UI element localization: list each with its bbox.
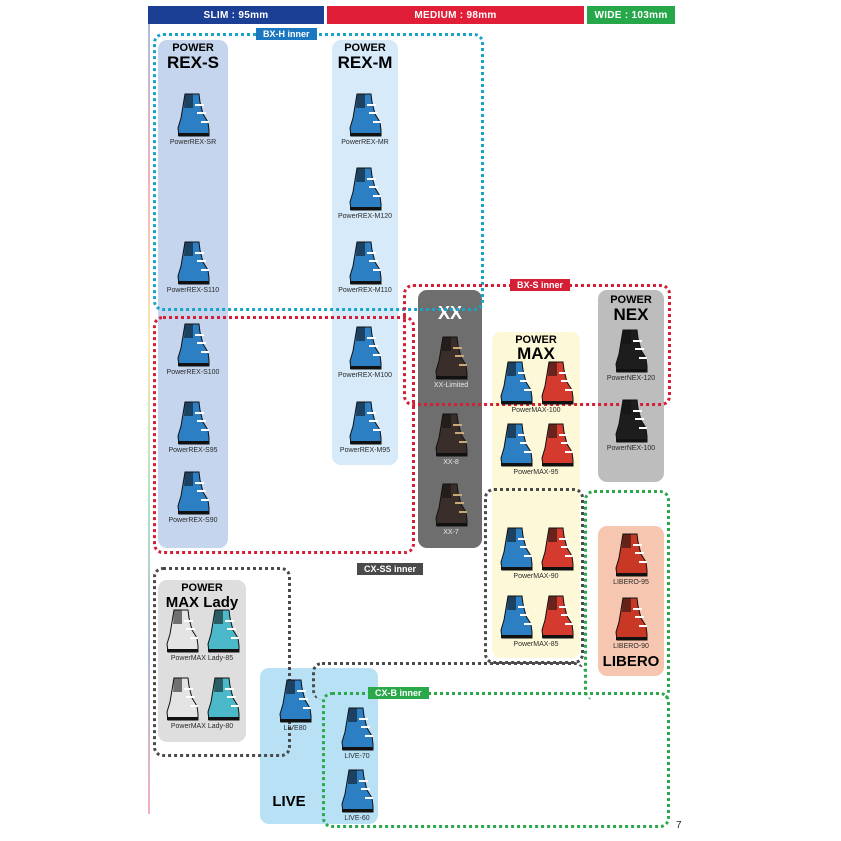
boot-caption: PowerMAX-85 [513,641,559,648]
boot-powernex-120: PowerNEX-120 [600,328,662,382]
boot-powerrex-m95: PowerREX-M95 [334,400,396,454]
boot-caption: PowerREX-S110 [166,287,220,294]
cx-b-inner-tag: CX-B inner [368,687,429,699]
boot-caption: PowerREX-SR [169,139,217,146]
boot-live-70: LIVE-70 [326,706,388,760]
nex-column: POWER NEX [598,290,664,482]
boot-powermax-lady-85: PowerMAX Lady-85 [162,608,242,662]
boot-libero-95: LIBERO-95 [600,532,662,586]
boot-powerrex-sr: PowerREX-SR [162,92,224,146]
boot-caption: PowerNEX-120 [606,375,656,382]
max-lady-title-line2: MAX Lady [165,594,239,611]
cx-ss-inner-outline-bottom [312,662,584,700]
bx-s-inner-tag: BX-S inner [510,279,571,291]
page-number: 7 [676,820,682,831]
boot-powerrex-m100: PowerREX-M100 [334,325,396,379]
boot-powermax-95: PowerMAX-95 [496,422,576,476]
bx-h-inner-outline [153,33,484,311]
boot-caption: LIVE-60 [344,815,370,822]
cx-ss-inner-tag: CX-SS inner [357,563,424,575]
boot-powerrex-s100: PowerREX-S100 [162,322,224,376]
bx-h-inner-tag: BX-H inner [256,28,317,40]
boot-caption: PowerREX-M110 [338,287,392,294]
boot-xx-8: XX-8 [420,412,482,466]
boot-caption: PowerMAX Lady-85 [170,655,234,662]
boot-caption: PowerMAX-95 [513,469,559,476]
boot-powerrex-s110: PowerREX-S110 [162,240,224,294]
slim-header: SLIM : 95mm [148,6,324,24]
bx-s-inner-outline-lower [153,316,415,554]
boot-powerrex-m120: PowerREX-M120 [334,166,396,220]
nex-title-line1: POWER [610,294,652,306]
boot-xx-7: XX-7 [420,482,482,536]
boot-xx-limited: XX-Limited [420,335,482,389]
live-title: LIVE [272,793,306,810]
boot-caption: PowerREX-MR [341,139,389,146]
nex-title-line2: NEX [613,305,649,324]
boot-caption: PowerREX-S90 [168,517,218,524]
boot-caption: PowerNEX-100 [606,445,656,452]
boot-caption: PowerREX-S100 [166,369,220,376]
boot-powermax-90: PowerMAX-90 [496,526,576,580]
boot-powernex-100: PowerNEX-100 [600,398,662,452]
boot-powerrex-s90: PowerREX-S90 [162,470,224,524]
boot-caption: LIBERO-90 [613,643,649,650]
boot-caption: PowerREX-M100 [337,372,393,379]
rex-m-title-line2: REX-M [337,53,393,72]
medium-header: MEDIUM : 98mm [327,6,584,24]
boot-caption: PowerMAX Lady-80 [170,723,234,730]
boot-live80: LIVE80 [264,678,326,732]
boot-caption: PowerREX-M120 [337,213,393,220]
boot-caption: XX-Limited [433,382,469,389]
boot-powerrex-s95: PowerREX-S95 [162,400,224,454]
boot-caption: LIVE80 [283,725,307,732]
boot-powermax-lady-80: PowerMAX Lady-80 [162,676,242,730]
left-edge-accent [148,24,150,814]
rex-m-title-line1: POWER [344,42,386,54]
boot-powerrex-m110: PowerREX-M110 [334,240,396,294]
boot-caption: PowerREX-S95 [168,447,218,454]
boot-caption: XX-8 [443,459,459,466]
max-lady-title-line1: POWER [181,582,223,594]
max-title-line1: POWER [515,334,557,346]
boot-caption: PowerMAX-90 [513,573,559,580]
boot-libero-90: LIBERO-90 [600,596,662,650]
max-title-line2: MAX [517,344,555,363]
rex-s-title-line2: REX-S [167,53,219,72]
boot-powermax-85: PowerMAX-85 [496,594,576,648]
cx-b-inner-outline [322,692,670,828]
boot-caption: PowerMAX-100 [511,407,561,414]
boot-powerrex-mr: PowerREX-MR [334,92,396,146]
libero-title: LIBERO [602,653,660,670]
cx-b-inner-outline-top [584,490,670,700]
boot-live-60: LIVE-60 [326,768,388,822]
boot-caption: LIBERO-95 [613,579,649,586]
wide-header: WIDE : 103mm [587,6,675,24]
cx-ss-inner-outline [153,567,291,757]
boot-powermax-100: PowerMAX-100 [496,360,576,414]
boot-caption: LIVE-70 [344,753,370,760]
boot-caption: XX-7 [443,529,459,536]
rex-s-title-line1: POWER [172,42,214,54]
boot-caption: PowerREX-M95 [339,447,391,454]
